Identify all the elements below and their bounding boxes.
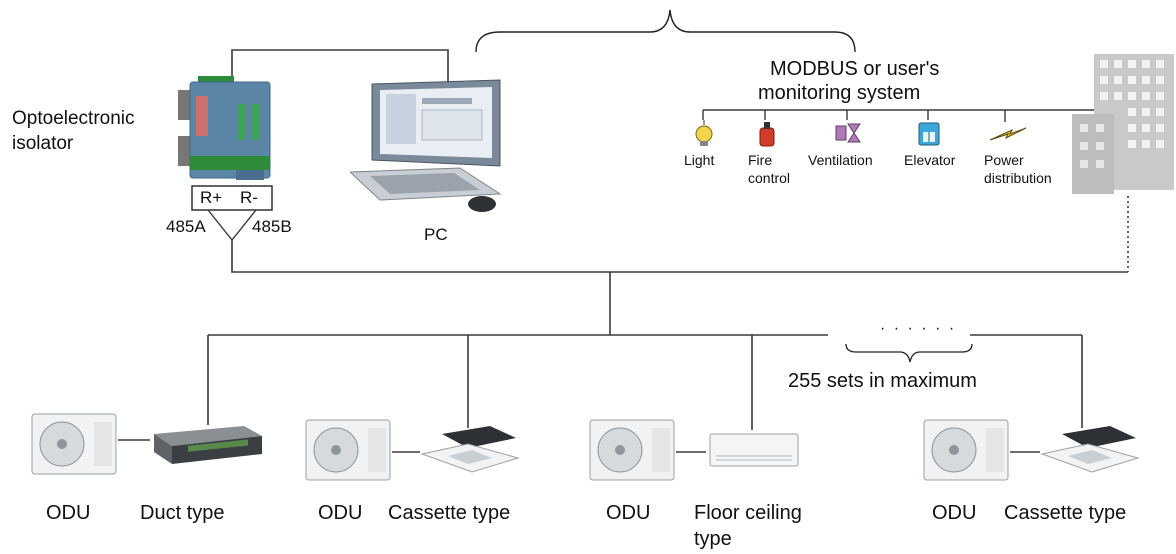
fire-extinguisher-icon [759, 122, 775, 147]
ellipsis-label: · · · · · · [880, 320, 957, 337]
cassette-type-unit-icon-2 [1040, 426, 1140, 473]
cassette-type-unit-icon-1 [420, 426, 520, 473]
odu-unit-3 [589, 419, 675, 481]
brace-top [475, 9, 856, 53]
idu-label-cassette-2: Cassette type [1004, 502, 1127, 524]
system-label-power-1: Power [984, 152, 1024, 168]
duct-type-unit-icon [154, 426, 262, 464]
monitoring-label-line1: MODBUS or user's [770, 58, 940, 80]
system-label-elevator: Elevator [904, 152, 956, 168]
isolator-label-line1: Optoelectronic [12, 108, 135, 129]
odu-label-2: ODU [318, 502, 363, 524]
floor-ceiling-unit-icon [709, 433, 799, 467]
system-label-fire-2: control [748, 170, 791, 186]
odu-label-3: ODU [606, 502, 651, 524]
monitoring-label-line2: monitoring system [758, 82, 921, 104]
idu-label-cassette-1: Cassette type [388, 502, 511, 524]
lightning-icon [989, 127, 1027, 141]
odu-label-4: ODU [932, 502, 977, 524]
idu-label-floor-1: Floor ceiling [694, 502, 802, 524]
isolator-pc-link [231, 49, 449, 82]
terminal-plus-label: R+ [200, 188, 223, 207]
system-label-fire-1: Fire [748, 152, 773, 168]
idu-label-floor-2: type [694, 528, 732, 550]
pc-label: PC [424, 225, 448, 244]
odu-label-1: ODU [46, 502, 91, 524]
odu-unit-1 [31, 413, 117, 475]
max-sets-label: 255 sets in maximum [788, 370, 977, 392]
system-label-light: Light [684, 152, 715, 168]
system-label-ventilation: Ventilation [808, 152, 873, 168]
brace-bottom [845, 343, 973, 363]
building-icon [1072, 54, 1174, 194]
isolator-label-line2: isolator [12, 133, 74, 154]
light-bulb-icon [695, 120, 713, 146]
system-label-power-2: distribution [984, 170, 1052, 186]
port-485b-label: 485B [252, 217, 292, 236]
elevator-icon [918, 122, 940, 146]
optoelectronic-isolator-device [178, 76, 271, 180]
odu-unit-2 [305, 419, 391, 481]
terminal-minus-label: R- [240, 188, 258, 207]
terminal-box [191, 185, 273, 211]
pc-computer-icon [350, 79, 502, 212]
odu-unit-4 [923, 419, 1009, 481]
main-bus [231, 240, 1128, 273]
fan-icon [835, 123, 861, 143]
idu-label-duct: Duct type [140, 502, 225, 524]
rs485-connector [207, 209, 257, 242]
port-485a-label: 485A [166, 217, 206, 236]
